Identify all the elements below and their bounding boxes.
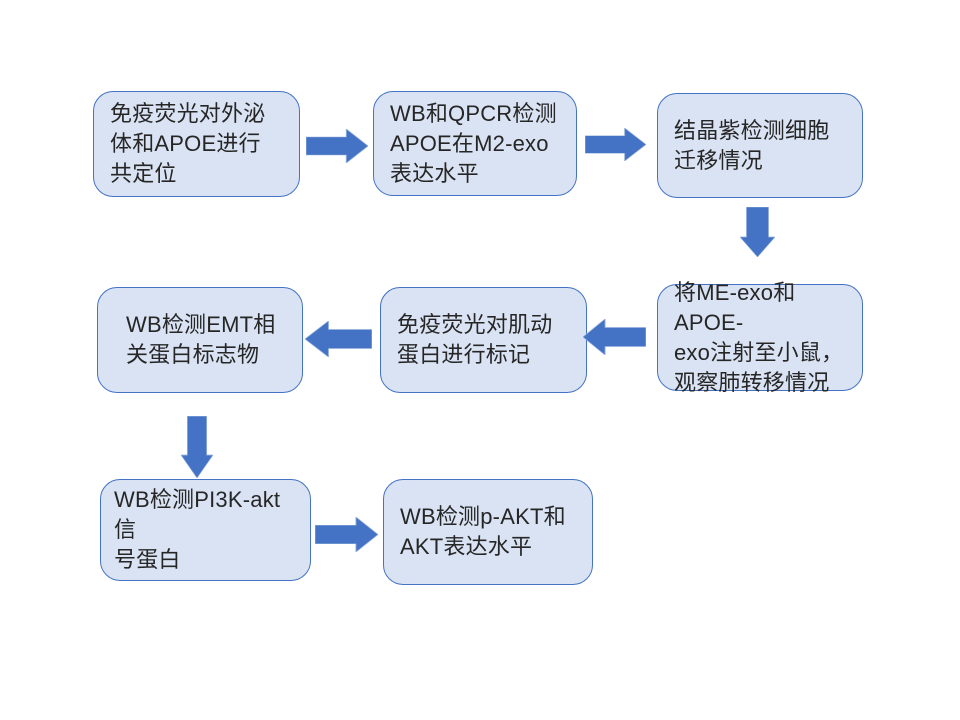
flow-step-5-label: 免疫荧光对肌动 蛋白进行标记 <box>397 312 553 367</box>
flow-step-8-label: WB检测p-AKT和 AKT表达水平 <box>400 504 566 559</box>
arrow-right-step1-to-step2-icon <box>306 129 368 163</box>
flow-step-8: WB检测p-AKT和 AKT表达水平 <box>383 479 593 585</box>
flow-step-1: 免疫荧光对外泌 体和APOE进行 共定位 <box>93 91 300 197</box>
flow-step-2: WB和QPCR检测 APOE在M2-exo 表达水平 <box>373 91 577 196</box>
flow-step-1-label: 免疫荧光对外泌 体和APOE进行 共定位 <box>110 101 266 186</box>
arrow-left-step5-to-step6-icon <box>305 321 372 357</box>
arrow-right-step2-to-step3-icon <box>585 128 646 161</box>
flow-step-3: 结晶紫检测细胞 迁移情况 <box>657 93 863 198</box>
arrow-right-step7-to-step8-icon <box>315 517 378 552</box>
flow-step-4-label: 将ME-exo和APOE- exo注射至小鼠， 观察肺转移情况 <box>674 279 844 395</box>
flow-step-7-label: WB检测PI3K-akt信 号蛋白 <box>114 487 281 572</box>
flow-step-6: WB检测EMT相 关蛋白标志物 <box>97 287 303 393</box>
flow-step-6-label: WB检测EMT相 关蛋白标志物 <box>126 312 276 367</box>
flow-step-5: 免疫荧光对肌动 蛋白进行标记 <box>380 287 587 393</box>
arrow-left-step4-to-step5-icon <box>583 319 646 355</box>
arrow-down-step3-to-step4-icon <box>740 207 775 257</box>
flow-step-3-label: 结晶紫检测细胞 迁移情况 <box>674 117 830 173</box>
flow-step-4: 将ME-exo和APOE- exo注射至小鼠， 观察肺转移情况 <box>657 280 863 395</box>
flow-step-7: WB检测PI3K-akt信 号蛋白 <box>100 479 311 581</box>
flow-step-2-label: WB和QPCR检测 APOE在M2-exo 表达水平 <box>390 100 557 186</box>
arrow-down-step6-to-step7-icon <box>181 416 213 478</box>
